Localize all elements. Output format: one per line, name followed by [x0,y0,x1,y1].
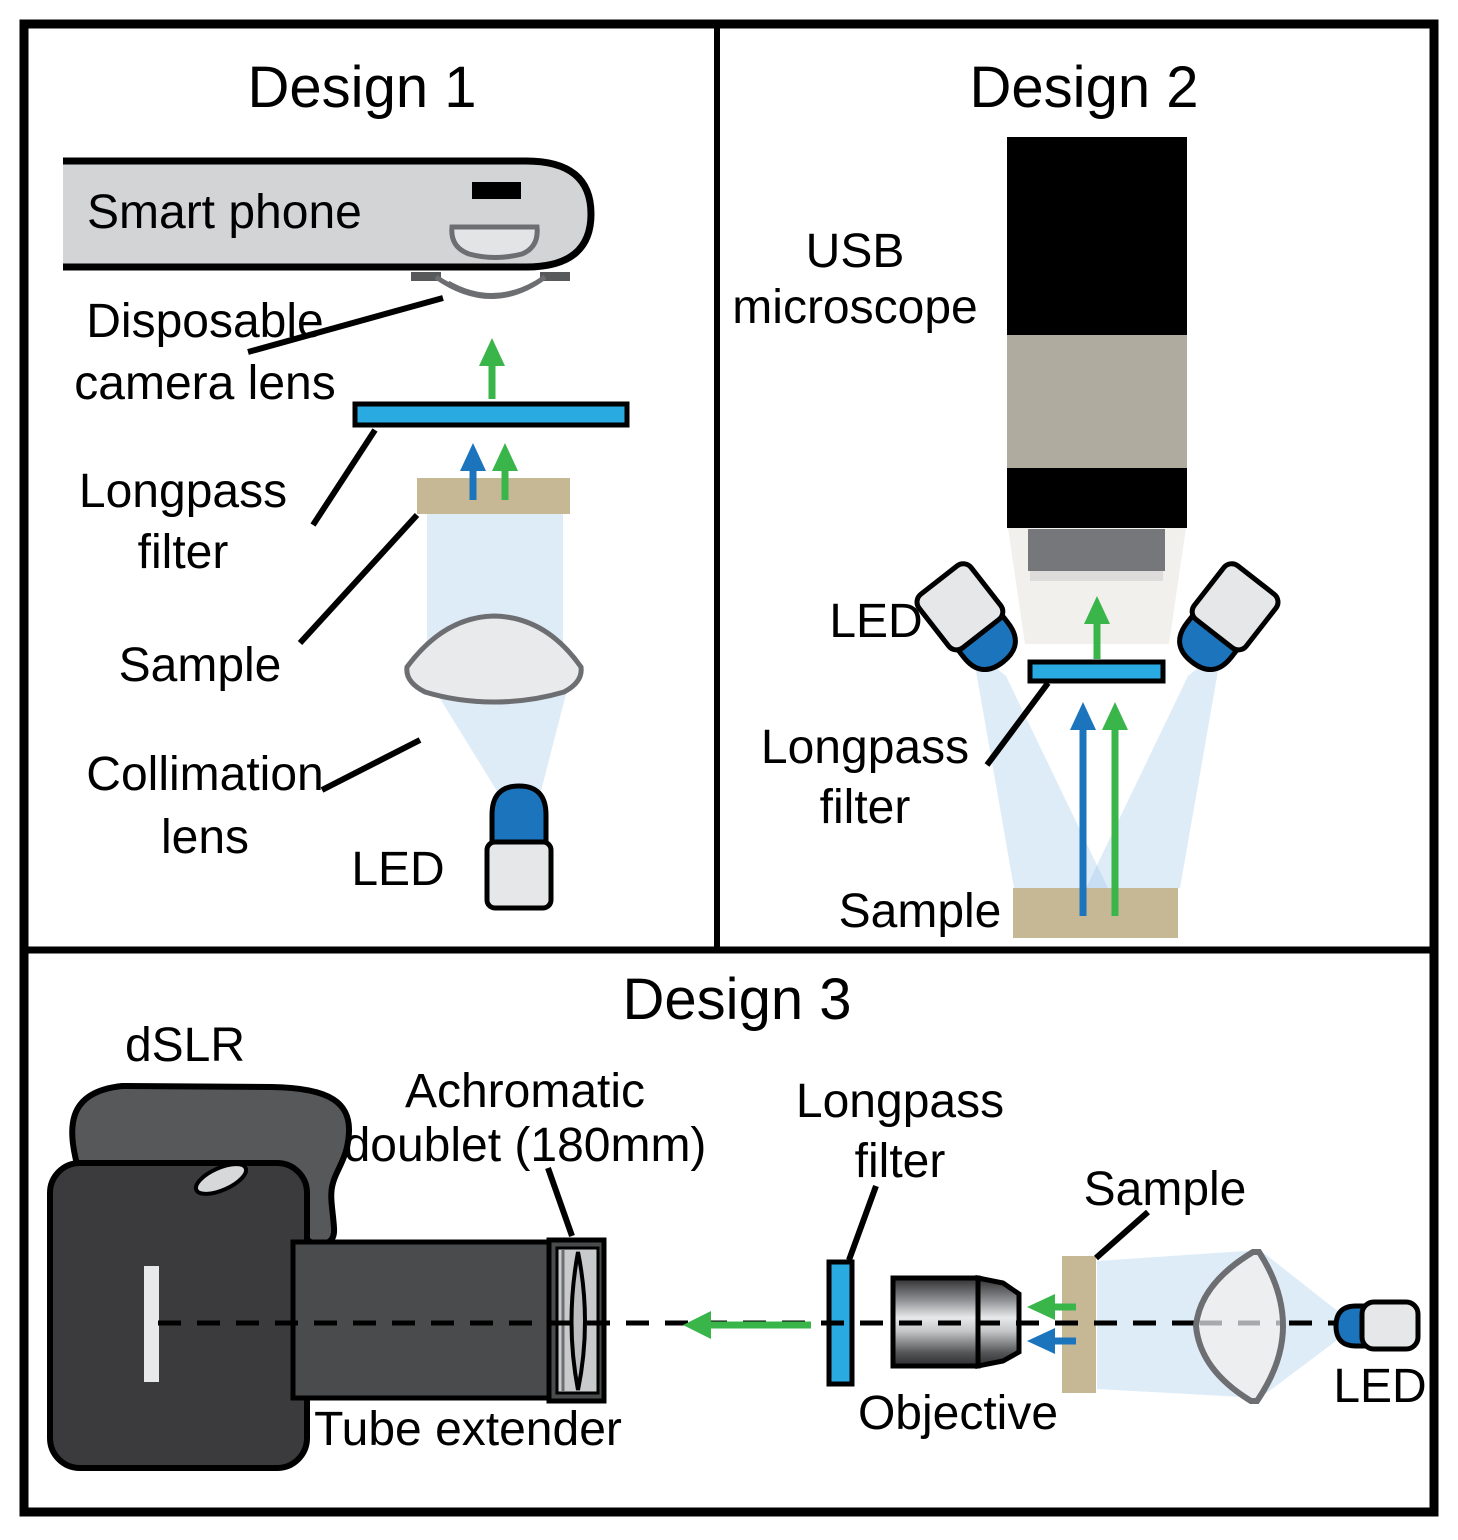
design3-collimation-lens [1192,1249,1287,1404]
design1-disposable-lens-inner-arc [446,280,538,298]
design3-achromatic-label-line2: doublet (180mm) [343,1119,707,1172]
design1-sample-leader-line [297,512,420,646]
design2-longpass-label-line2: filter [819,781,911,834]
design3-objective-label: Objective [857,1387,1059,1440]
design3-dslr-label: dSLR [124,1019,246,1072]
design3-longpass-label-line2: filter [854,1135,946,1188]
design2-emission-arrow-green [1084,596,1110,659]
design2-usb-microscope-lens-band [1030,571,1163,581]
design1-led-dome [489,783,549,845]
design3-tube-extender [290,1239,552,1401]
design3-panel [47,1082,1421,1471]
design1-phone-camera-lens [449,224,540,260]
design1-disposable-lens-mount-left [411,272,441,281]
design3-sample-label: Sample [1083,1163,1247,1216]
design3-dslr-body [47,1160,310,1471]
design2-usb-label-line1: USB [805,225,905,278]
design1-disposable-lens-mount-right [540,272,570,281]
design1-smartphone-label: Smart phone [87,186,362,239]
design1-disposable-label-line1: Disposable [86,295,324,348]
design3-led-body [1359,1299,1421,1352]
design1-longpass-label-line2: filter [137,526,229,579]
design2-longpass-leader-line [984,681,1051,767]
design1-emission-arrow-green [479,338,505,399]
design3-achromatic-doublet-lens [569,1251,587,1391]
design3-achromatic-leader-line [545,1167,575,1237]
design1-sample [417,478,570,514]
design2-usb-microscope-lens-window [1028,529,1165,571]
design1-collimation-label-line1: Collimation [86,748,324,801]
design2-panel [914,137,1281,938]
design2-led-left-body [914,561,1006,653]
design1-longpass-filter [352,401,630,428]
design3-emission-arrow-long-green [683,1311,811,1339]
design1-disposable-label-line2: camera lens [74,357,336,410]
design2-beam-right [1086,648,1222,888]
design3-achromatic-label-line1: Achromatic [404,1065,646,1118]
design2-longpass-label-line1: Longpass [760,721,970,774]
design1-excitation-arrow-blue [460,443,486,500]
outer-frame [19,19,1439,1517]
design2-led-left [914,561,1018,672]
design1-title: Design 1 [247,55,477,120]
design1-led-body [484,839,554,911]
design2-led-right [1177,561,1281,672]
design3-longpass-leader-line [846,1184,879,1262]
design3-emission-arrow-green [1027,1294,1076,1320]
design2-sample [1013,888,1178,938]
design1-collimation-label-line2: lens [160,811,250,864]
design2-sample-label: Sample [838,885,1002,938]
design2-led-right-dome [1177,611,1241,672]
design3-dslr-shutter-button [193,1162,249,1196]
design2-excitation-arrow-blue [1070,702,1096,916]
design2-usb-microscope-middle [1007,335,1187,468]
design2-title: Design 2 [969,55,1199,120]
design2-led-right-body [1189,561,1281,653]
design2-longpass-filter [1027,659,1166,684]
design3-title: Design 3 [622,967,852,1032]
design3-led-label: LED [1333,1360,1427,1413]
design1-disposable-leader-line [247,295,444,355]
design1-led-label: LED [351,843,445,896]
design1-sample-label: Sample [118,639,282,692]
design1-phone-camera-slot [472,182,521,199]
design1-longpass-leader-line [310,428,378,527]
design3-tube-extender-label: Tube extender [314,1403,622,1456]
design3-excitation-arrow-blue [1027,1328,1076,1354]
design2-led-label: LED [829,595,923,648]
design1-emission-arrow-green-2 [492,443,518,500]
design2-emission-arrow-green-2 [1102,702,1128,916]
design1-panel [63,157,630,911]
design2-usb-label-line2: microscope [732,281,978,334]
design3-longpass-label-line1: Longpass [795,1075,1005,1128]
design2-led-left-dome [954,611,1018,672]
design1-collimation-leader-line [320,737,422,793]
design3-dslr-sensor-slit [144,1266,159,1382]
design2-usb-microscope-lower [1007,468,1187,528]
design1-longpass-label-line1: Longpass [78,465,288,518]
design2-usb-microscope-top [1007,137,1187,335]
design1-collimation-lens [404,613,584,705]
design3-sample-leader-line [1094,1209,1150,1261]
design2-beam-left [972,648,1108,888]
